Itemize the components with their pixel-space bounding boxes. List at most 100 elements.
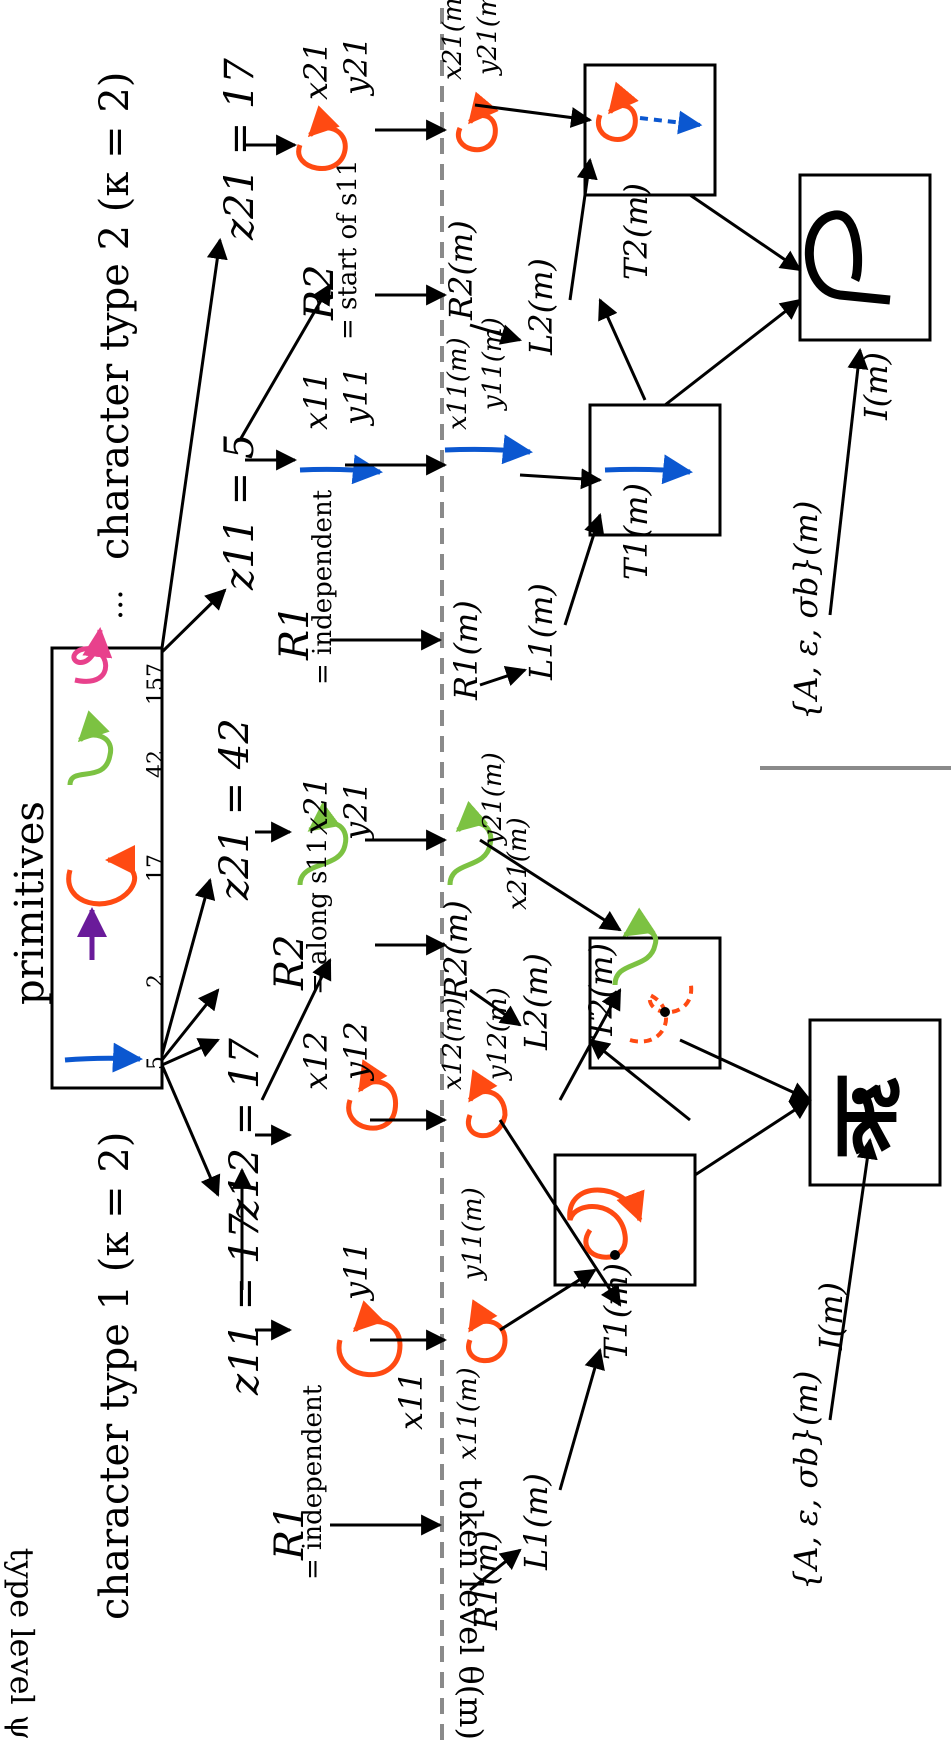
c1-stroke-12-token [465,1069,508,1139]
c1-R2m: R2(m) [437,900,475,1000]
c2-T2-dashed [639,110,703,135]
arrow-prim-z11a [160,1064,221,1197]
primitive-id-17: 17 [144,854,169,882]
arrow-c1-x11m-T1 [499,1268,597,1332]
c2-T1-drawing [604,454,693,485]
primitive-id-5: 5 [144,1056,169,1070]
arrow-c2-x11m-T1 [519,468,603,490]
arrow-c1-R1m-L1 [469,1548,522,1592]
c1-title: character type 1 (κ = 2) [92,1131,138,1620]
arrow-c2-L2-T2 [568,157,598,301]
c2-y11m: y11(m) [478,317,508,410]
arrow-c1-T1-L2 [588,1038,691,1122]
c2-stroke-11-token [444,434,533,465]
c1-y21: y21 [337,781,375,840]
arrow-prim-c2-z11 [160,588,227,654]
c1-T1-box [553,1153,697,1287]
c1-T1m: T1(m) [597,1262,635,1360]
primitive-id-2: 2 [144,974,169,988]
arrow-c1-x12m-T1 [498,1119,622,1307]
primitive-id-157: 157 [144,663,169,705]
c1-y12m: y12(m) [483,987,513,1080]
c1-x12m: x12(m) [438,997,468,1090]
c1-stroke-21-type [297,801,349,886]
arrow-c1-x21m-T2 [479,838,622,932]
arrow-c2-L1-T1 [563,512,605,626]
arrow-c2-params-image [828,347,869,616]
c1-image-label: I(m) [812,1282,850,1350]
c1-T2m-label: T2(m) [582,942,620,1040]
arrow-c2-x21m-T2 [474,103,593,128]
arrow-prim-z21 [160,877,216,1056]
c2-T1m: T1(m) [617,482,655,580]
c1-x21m: x21(m) [503,817,533,910]
arrow-prim-c2-z21 [160,237,228,649]
c1-y11: y11 [337,1241,375,1300]
arrow-c1-R2m-L2 [469,988,522,1027]
c2-L2m: L2(m) [522,258,560,355]
arrow-c1-params-image [828,1137,878,1421]
c1-R2-note: = along s11 [303,837,333,995]
c1-T1-drawing [567,1187,645,1260]
c1-image-glyph: ऋ [812,1078,917,1155]
arrow-c2-R2m-L2 [469,323,523,345]
c2-stroke-21-token [455,91,499,153]
c1-x11: x11 [392,1371,430,1430]
c1-z11: z11 = 17 [222,1213,268,1395]
c2-T2m: T2(m) [617,182,655,280]
c2-x11: x11 [297,371,335,430]
c1-T2-green [612,907,659,986]
c2-z21: z21 = 17 [217,58,263,240]
c2-stroke-11-type [299,454,383,485]
c1-image-box [808,1018,942,1187]
c2-x11m: x11(m) [443,337,473,430]
arrow-prim-z12b [160,988,220,1061]
c2-image-box [798,173,932,342]
primitive-157-stroke [71,627,113,684]
arrow-c2-z11-R2 [238,283,332,441]
c2-R1-note: = independent [308,489,338,685]
c2-z11: z11 = 5 [217,433,263,590]
c1-R1-note: = independent [298,1384,328,1580]
c2-R2-note: = start of s11 [333,159,363,340]
c2-image-glyph [804,210,891,305]
arrow-z12-R2 [260,958,332,1101]
c1-z21: z21 = 42 [212,718,258,900]
arrow-c2-R1m-L1 [479,666,527,687]
c2-x21: x21 [297,41,335,100]
c1-y12: y12 [337,1021,375,1080]
c2-y11: y11 [337,366,375,425]
c1-y21m: y21(m) [478,752,508,845]
c1-stroke-11-type [336,1300,403,1378]
c1-stroke-11-token [466,1299,508,1364]
c2-T2-box [583,63,717,197]
c1-x12: x12 [297,1031,335,1090]
primitives-heading: primitives [7,801,53,1005]
c1-stroke-12-type [346,1059,398,1131]
arrow-c2-T1-L2 [598,298,647,401]
c1-T2-red-dashed [629,979,694,1044]
c2-params: {A, ε, σb}(m) [787,500,825,720]
primitive-id-42: 42 [144,750,169,778]
arrow-prim-z12a [161,1038,220,1067]
c1-L1m: L1(m) [517,1473,555,1570]
c1-R1m: R1(m) [467,1530,505,1630]
arrow-c1-L1-T1 [558,1347,605,1491]
c2-y21m: y21(m) [473,0,503,75]
c2-y21: y21 [337,36,375,95]
c2-R2m: R2(m) [442,220,480,320]
c1-z12: z12 = 17 [222,1038,268,1220]
arrow-c1-T2-image [679,1038,812,1102]
primitive-17-stroke [66,845,138,907]
c2-T1-box [588,403,722,537]
primitive-id-more: ... [92,589,130,620]
c2-T2-drawing [595,81,639,142]
primitive-5-stroke [64,1042,143,1073]
c1-y11m: y11(m) [458,1187,488,1280]
c2-L1m: L1(m) [522,583,560,680]
primitive-42-stroke [67,710,114,786]
c2-title: character type 2 (κ = 2) [92,71,138,560]
